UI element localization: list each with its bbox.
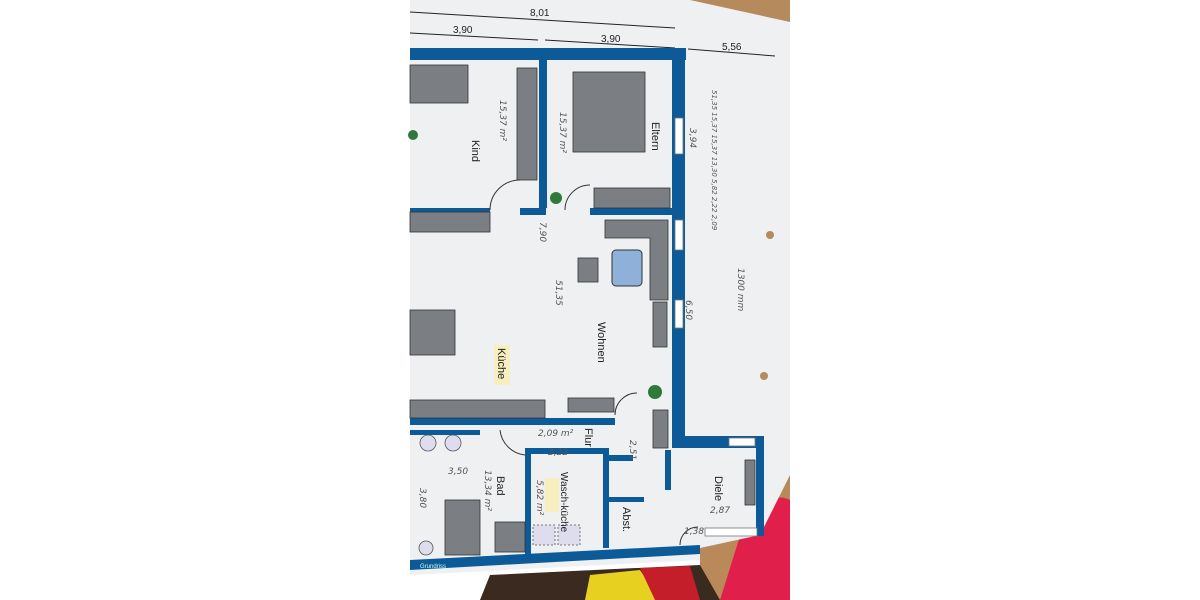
toy-yellow [585,570,660,600]
punch-hole [766,231,774,239]
room-wohnen: Wohnen [595,322,607,363]
note-bad-depth: 3,80 [417,488,427,508]
windows [674,117,758,537]
room-waschkueche: Wasch-küche [558,472,569,533]
toy-red [640,566,700,600]
plants [408,130,662,399]
dim-right: 5,56 [722,42,742,53]
note-column-list: 51,35 15,37 15,37 13,30 5,82 2,22 2,09 [710,90,718,231]
room-bad: Bad [494,476,506,496]
pink-object [720,497,790,600]
punch-hole [760,372,768,380]
doors [489,179,699,546]
plan-caption: Grundriss [420,564,446,570]
wasch-highlight [545,478,559,512]
note-wasch-area: 5,82 m² [534,480,544,516]
paper [410,0,790,575]
room-kind: Kind [469,140,481,162]
note-flur-width: 2,22 [548,448,568,458]
note-wohnen-depth: 6,50 [683,300,693,320]
room-diele: Diele [712,476,724,501]
room-eltern: Eltern [649,122,661,151]
room-kueche: Küche [495,348,507,379]
kueche-highlight [494,345,510,385]
note-flur-len: 2,51 [627,440,637,460]
note-kind-area: 15,37 m² [497,100,507,141]
dim-mid: 3,90 [601,34,621,45]
note-wohnen-area: 51,35 [553,280,563,306]
note-flur-area: 2,09 m² [538,429,574,439]
note-eltern-area: 15,37 m² [557,112,567,153]
furniture [409,64,756,556]
dim-left: 3,90 [453,25,473,36]
note-wohnen-width: 7,90 [537,222,547,242]
room-abst: Abst. [620,507,632,532]
note-diele-width: 1,38 [684,527,704,537]
note-diele-area: 2,87 [710,506,730,516]
coffee-table [611,249,643,287]
fixtures [418,434,581,556]
note-bad-area: 13,34 m² [482,470,492,511]
dimension-lines [409,11,776,57]
note-right: 1300 mm [735,268,745,312]
dim-total: 8,01 [530,8,550,19]
note-bad-width: 3,50 [448,467,468,477]
room-flur: Flur [582,428,594,447]
note-eltern-width: 3,94 [687,128,697,148]
